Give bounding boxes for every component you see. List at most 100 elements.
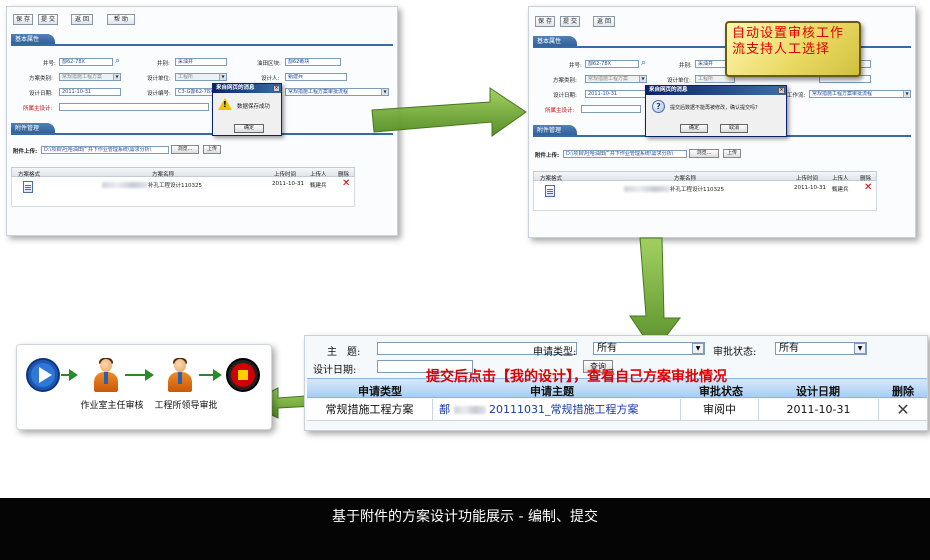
- warning-icon: [218, 98, 232, 110]
- workflow-panel: 作业室主任审核 工程所领导审批: [16, 344, 272, 430]
- row-subject-link[interactable]: 鄯 20111031_常规措施工程方案: [433, 399, 681, 421]
- owner-design-field[interactable]: [581, 105, 641, 113]
- query-button[interactable]: 查询: [583, 360, 613, 373]
- owner-design-label: 所属主设计:: [545, 108, 575, 114]
- table-row: 常规措施工程方案 鄯 20111031_常规措施工程方案 审阅中 2011-10…: [307, 399, 927, 421]
- well-no-field[interactable]: 鄯62-78X: [59, 58, 113, 66]
- design-date-label: 设计日期:: [313, 365, 357, 376]
- flow-line: [199, 374, 215, 376]
- redacted-text: [102, 182, 148, 188]
- browse-button[interactable]: 浏览...: [171, 145, 199, 154]
- flow-arrow-icon: [145, 369, 154, 381]
- confirm-dialog: 来自网页的消息 × ? 提交后数据不能再被修改，确认提交吗? 确定 取消: [645, 85, 787, 137]
- redacted-text: [624, 186, 670, 192]
- close-icon[interactable]: ×: [778, 87, 785, 94]
- chevron-down-icon: ▼: [903, 91, 910, 97]
- back-button[interactable]: 返 回: [593, 16, 615, 27]
- col-upload-time: 上传时间: [796, 176, 819, 182]
- design-unit-label: 设计单位:: [147, 76, 171, 82]
- section-attach: 附件管理: [11, 123, 55, 134]
- delete-icon[interactable]: ✕: [342, 178, 351, 189]
- chevron-down-icon: ▼: [692, 343, 704, 354]
- owner-design-field[interactable]: [59, 103, 209, 111]
- designer-field[interactable]: 甄建兵: [285, 73, 347, 81]
- my-design-list-panel: 主 题: 申请类型: 所有▼ 审批状态: 所有▼ 设计日期: 查询 申请类型 申…: [304, 335, 928, 431]
- flow-line: [125, 374, 147, 376]
- note-text: 自动设置审核工作 流支持人工选择: [732, 26, 845, 57]
- col-name: 方案名称: [674, 176, 697, 182]
- submit-button[interactable]: 提 交: [38, 14, 58, 25]
- browse-button[interactable]: 浏览...: [689, 149, 719, 158]
- file-name[interactable]: 补孔工程设计110325: [148, 183, 202, 189]
- plan-type-select[interactable]: 常规措施工程方案▼: [585, 75, 647, 83]
- back-button[interactable]: 返 回: [71, 14, 93, 25]
- well-type-label: 井别:: [679, 63, 692, 69]
- col-format: 方案格式: [540, 176, 563, 182]
- design-no-label: 设计编号:: [147, 91, 171, 97]
- save-button[interactable]: 保 存: [535, 16, 555, 27]
- design-unit-select[interactable]: 工程所: [695, 75, 735, 83]
- design-date-input[interactable]: [377, 360, 473, 373]
- design-unit-select[interactable]: 工程所▼: [175, 73, 227, 81]
- step-label-leader: 工程所领导审批: [154, 401, 218, 411]
- workflow-label: 工作流:: [787, 93, 806, 99]
- chevron-down-icon: ▼: [113, 74, 120, 80]
- col-apply-type: 申请类型: [358, 385, 402, 398]
- subject-label: 主 题:: [327, 347, 361, 358]
- col-delete: 删除: [338, 172, 350, 178]
- attach-path-field[interactable]: D:\项目\吐哈油田广井下作业管理系统\需求分析\: [41, 146, 169, 154]
- design-date-label: 设计日期:: [29, 91, 53, 97]
- attach-path-field[interactable]: D:\项目\吐哈油田广井下作业管理系统\需求分析\: [563, 150, 687, 158]
- my-design-callout: 提交后点击【我的设计】，查看自己方案审批情况: [426, 369, 727, 385]
- approve-status-select[interactable]: 所有▼: [775, 342, 867, 355]
- cancel-button[interactable]: 取消: [720, 124, 748, 133]
- section-divider: [11, 133, 393, 135]
- workflow-select[interactable]: 常规措施工程方案审批流程▼: [285, 88, 389, 96]
- well-no-field[interactable]: 鄯62-78X: [585, 60, 639, 68]
- search-icon[interactable]: ⌕: [115, 56, 121, 66]
- user-icon: [167, 358, 193, 393]
- save-button[interactable]: 保 存: [13, 14, 33, 25]
- attach-label: 附件上传:: [535, 153, 560, 159]
- col-upload-time: 上传时间: [274, 172, 297, 178]
- form-panel-left: 保 存 提 交 返 回 帮 助 基本属性 井号: 鄯62-78X ⌕ 井别: 采…: [6, 6, 398, 236]
- play-icon: [26, 358, 60, 392]
- dialog-title: 来自网页的消息: [213, 84, 281, 93]
- flow-line: [61, 374, 71, 376]
- delete-icon[interactable]: ✕: [864, 182, 873, 193]
- design-unit-label: 设计单位:: [667, 78, 691, 84]
- submit-button[interactable]: 提 交: [560, 16, 580, 27]
- upload-button[interactable]: 上传: [203, 145, 221, 154]
- step-label-director: 作业室主任审核: [80, 401, 144, 411]
- design-date-field[interactable]: 2011-10-31: [59, 88, 121, 96]
- subject-input[interactable]: [377, 342, 577, 355]
- user-icon: [93, 358, 119, 393]
- help-button[interactable]: 帮 助: [107, 14, 135, 25]
- attach-table-header: 方案格式 方案名称 上传时间 上传人 删除: [533, 171, 877, 182]
- apply-type-select[interactable]: 所有▼: [593, 342, 705, 355]
- table-row: 补孔工程设计110325 2011-10-31 甄建兵 ✕: [533, 181, 877, 211]
- upload-button[interactable]: 上传: [723, 149, 741, 158]
- workflow-select[interactable]: 常规措施工程方案审批流程▼: [809, 90, 911, 98]
- file-name[interactable]: 补孔工程设计110325: [670, 187, 724, 193]
- col-subject: 申请主题: [530, 385, 574, 398]
- chevron-down-icon: ▼: [381, 89, 388, 95]
- close-icon[interactable]: ×: [273, 85, 280, 92]
- owner-design-label: 所属主设计:: [23, 106, 53, 112]
- row-type: 常规措施工程方案: [307, 399, 433, 421]
- block-field[interactable]: 鄯62断块: [285, 58, 341, 66]
- col-delete: 删除: [892, 385, 914, 398]
- well-type-field[interactable]: 采油井: [175, 58, 227, 66]
- document-icon[interactable]: [23, 181, 33, 193]
- search-icon[interactable]: ⌕: [641, 58, 647, 68]
- document-icon[interactable]: [545, 185, 555, 197]
- section-attach: 附件管理: [533, 125, 577, 136]
- plan-type-label: 方案类别:: [29, 76, 53, 82]
- approve-status-label: 审批状态:: [713, 347, 757, 358]
- ok-button[interactable]: 确定: [680, 124, 708, 133]
- plan-type-select[interactable]: 常规措施工程方案▼: [59, 73, 121, 81]
- section-divider: [11, 44, 393, 46]
- delete-icon[interactable]: ✕: [896, 400, 910, 419]
- plan-type-label: 方案类别:: [553, 78, 577, 84]
- ok-button[interactable]: 确定: [234, 124, 264, 133]
